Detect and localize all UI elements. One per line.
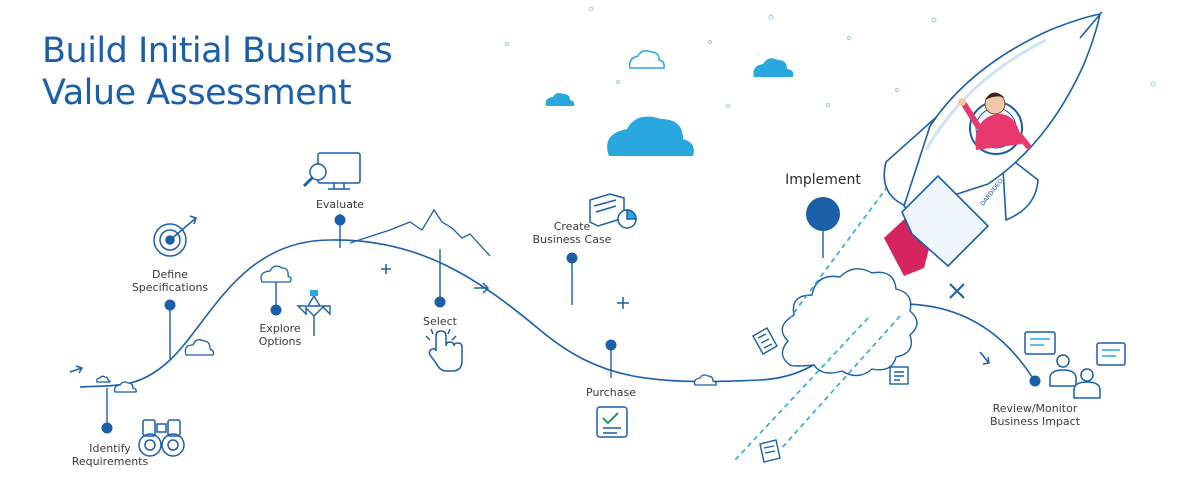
- rocket-smoke-cloud: [781, 268, 918, 377]
- flying-document-icon: [889, 366, 909, 385]
- title-line-2: Value Assessment: [42, 73, 352, 113]
- step-label-identify: Identify Requirements: [71, 442, 149, 468]
- step-label-evaluate: Evaluate: [315, 198, 365, 211]
- flying-document-icon: [759, 439, 781, 463]
- pointing-hand-icon: [425, 328, 463, 372]
- step-label-implement: Implement: [785, 172, 861, 188]
- flying-document-icon: [752, 327, 778, 355]
- path-clouds: [96, 265, 717, 393]
- step-label-review: Review/Monitor Business Impact: [989, 402, 1081, 428]
- speed-lines: [734, 185, 901, 461]
- step-label-purchase: Purchase: [586, 386, 636, 399]
- folder-chart-icon: [589, 193, 637, 229]
- chat-people-icon: [1024, 331, 1126, 399]
- title-line-1: Build Initial Business: [42, 31, 393, 71]
- target-icon: [153, 215, 197, 257]
- astronaut-person: [958, 92, 1031, 155]
- background-dots: [505, 6, 1156, 108]
- plus-signs: [381, 264, 629, 309]
- node-dots: [101, 197, 1041, 434]
- page-title: Build Initial Business Value Assessment: [42, 30, 393, 114]
- step-label-define: Define Specifications: [131, 268, 209, 294]
- mountain-icon: [349, 208, 491, 257]
- direction-arrows-icon: [296, 290, 331, 336]
- step-label-select: Select: [423, 315, 457, 328]
- cloud-icon: [628, 49, 665, 69]
- binoculars-icon: [138, 419, 185, 457]
- path-arrows: [69, 282, 990, 374]
- step-label-business-case: Create Business Case: [532, 220, 612, 246]
- journey-path: [79, 239, 851, 388]
- step-label-explore: Explore Options: [258, 322, 302, 348]
- monitor-magnifier-icon: [302, 152, 361, 190]
- checklist-icon: [596, 406, 628, 438]
- cloud-icon: [545, 58, 794, 156]
- close-x-icon: [949, 283, 965, 299]
